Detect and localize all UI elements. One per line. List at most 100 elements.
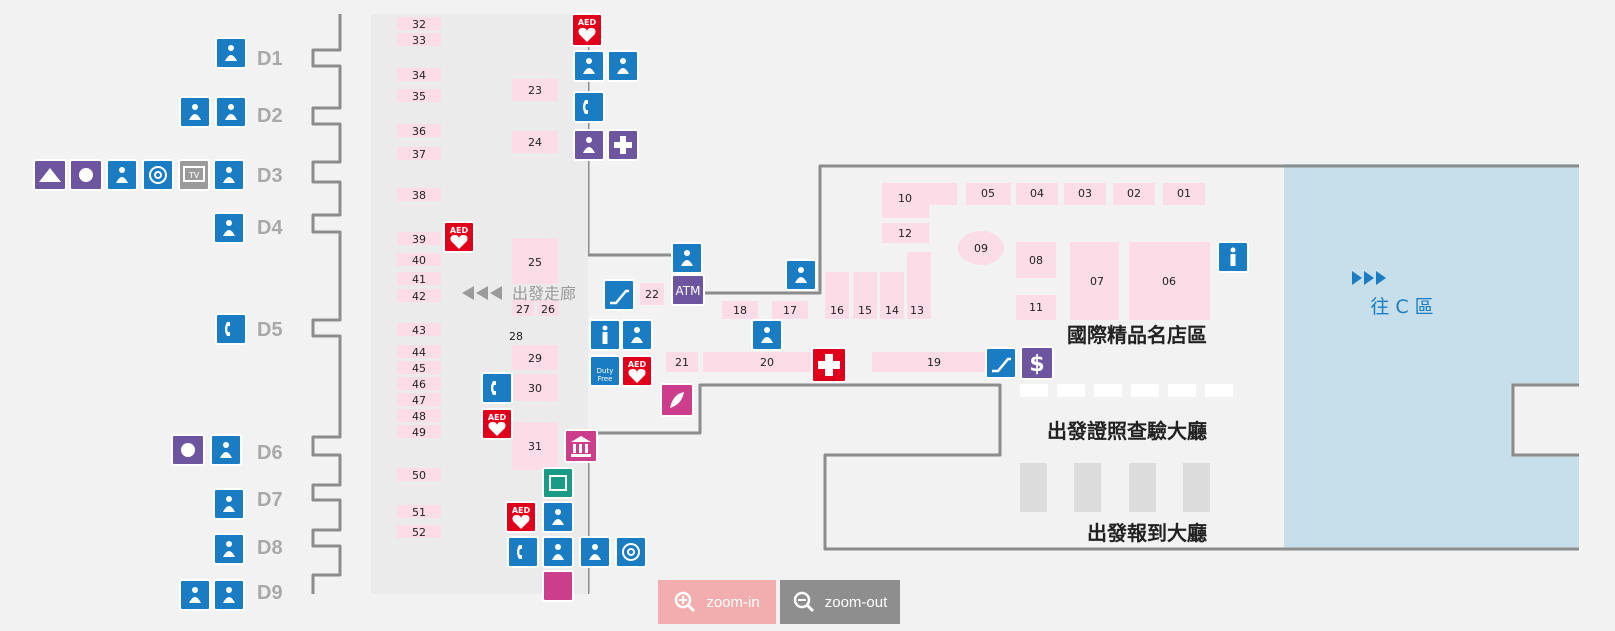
- shop-16: [825, 272, 849, 319]
- shop-45: [397, 361, 441, 374]
- museum-icon: [542, 536, 574, 568]
- shop-30: [512, 374, 558, 401]
- info-icon: [589, 319, 621, 351]
- label-check-in-hall: 出發報到大廳: [1087, 521, 1207, 545]
- phone-icon: [507, 536, 539, 568]
- shop-38: [397, 188, 441, 201]
- shop-label: 02: [1127, 187, 1141, 200]
- shop-label: 34: [412, 69, 426, 82]
- escalator-icon: [602, 278, 636, 312]
- charging-icon: [621, 319, 653, 351]
- info-icon: [1217, 241, 1249, 273]
- tv-icon: TV: [178, 159, 210, 191]
- shop-label: 39: [412, 233, 426, 246]
- baggage-icon: [751, 319, 783, 351]
- shop-label: 30: [528, 382, 542, 395]
- corridor-arrows-icon: [462, 286, 502, 300]
- smoking-room-icon: [785, 259, 817, 291]
- shop-label: 38: [412, 189, 426, 202]
- shop-label: 36: [412, 125, 426, 138]
- shop-29: [512, 345, 558, 370]
- shops-pier-right: 23 24 25 27 26 28 29 30 31: [509, 79, 559, 470]
- gate-d2: D2: [257, 105, 283, 127]
- shop-42: [397, 289, 441, 302]
- atm-icon: ATM: [671, 274, 705, 306]
- baby-changing-icon: [215, 96, 247, 128]
- zone-c: [1284, 164, 1579, 549]
- baby-care-icon: [215, 37, 247, 69]
- charging-icon: [579, 536, 611, 568]
- shop-44: [397, 345, 441, 358]
- check-in-counters: [1020, 463, 1210, 512]
- shops-boutique: 10 05 04 03 02 01 12 09 08 07 06 11: [882, 183, 1210, 320]
- kids-area-icon: [542, 570, 574, 602]
- shop-46: [397, 377, 441, 390]
- shop-48: [397, 409, 441, 422]
- shop-label: 48: [412, 410, 426, 423]
- gate-d9: D9: [257, 582, 283, 604]
- medical-icon: [607, 129, 639, 161]
- shop-label: 29: [528, 352, 542, 365]
- gate-d8: D8: [257, 537, 283, 559]
- shop-02: [1113, 183, 1155, 205]
- aed-icon-text: AED: [578, 18, 597, 27]
- fitness-icon: [210, 434, 242, 466]
- shop-34: [397, 68, 441, 81]
- shop-52: [397, 525, 441, 538]
- gate-labels: D1 D2 D3 D4 D5 D6 D7 D8 D9: [257, 48, 283, 604]
- shop-label: 51: [412, 506, 426, 519]
- aed-icon-text: AED: [512, 506, 531, 515]
- gate-d6: D6: [257, 442, 283, 464]
- zone-c-marker: [1352, 271, 1386, 285]
- shop-label: 46: [412, 378, 426, 391]
- shop-18: [722, 301, 758, 319]
- restaurant-icon: [171, 434, 205, 466]
- shop-label: 27: [516, 303, 530, 316]
- label-departure-corridor: 出發走廊: [512, 284, 576, 303]
- shop-label: 44: [412, 346, 426, 359]
- currency-exchange-symbol: $: [1029, 352, 1044, 377]
- shop-label: 35: [412, 90, 426, 103]
- zoom-out-button[interactable]: zoom-out: [780, 580, 900, 624]
- shop-14: [880, 272, 904, 319]
- shop-31: [512, 422, 558, 470]
- shops-central: 22 18 17 16 15 14 13 21 20 19: [640, 252, 988, 372]
- atm-icon-text: ATM: [676, 284, 701, 298]
- shop-43: [397, 323, 441, 336]
- shop-40: [397, 253, 441, 266]
- shop-label: 13: [910, 304, 924, 317]
- shop-39: [397, 232, 441, 245]
- aed-icon-text: AED: [450, 226, 469, 235]
- shop-19: [872, 352, 988, 372]
- shop-label: 17: [783, 304, 797, 317]
- label-to-c-zone: 往 C 區: [1370, 296, 1433, 318]
- shop-label: 31: [528, 440, 542, 453]
- shop-label: 22: [645, 288, 659, 301]
- shop-label: 42: [412, 290, 426, 303]
- shop-01: [1163, 183, 1205, 205]
- hand-icon: [213, 159, 245, 191]
- shop-21: [666, 352, 698, 372]
- shop-label: 25: [528, 256, 542, 269]
- shop-36: [397, 124, 441, 137]
- zoom-in-button[interactable]: zoom-in: [658, 580, 776, 624]
- passport-control-gates: [1020, 384, 1233, 397]
- shop-label: 15: [858, 304, 872, 317]
- shop-label: 18: [733, 304, 747, 317]
- shop-label: 23: [528, 84, 542, 97]
- shop-label: 41: [412, 273, 426, 286]
- shop-13: [907, 252, 931, 319]
- shop-label: 11: [1029, 301, 1043, 314]
- shop-15: [853, 272, 877, 319]
- shop-label: 40: [412, 254, 426, 267]
- shop-label: 03: [1078, 187, 1092, 200]
- shop-17: [772, 301, 808, 319]
- shop-37: [397, 147, 441, 160]
- aed-icon-text: AED: [488, 413, 507, 422]
- shop-label: 01: [1177, 187, 1191, 200]
- shop-11: [1016, 295, 1056, 320]
- gate-d4: D4: [257, 217, 283, 239]
